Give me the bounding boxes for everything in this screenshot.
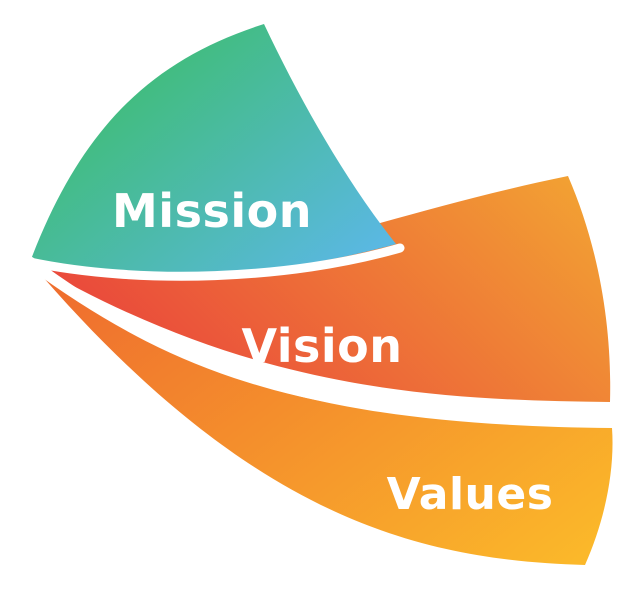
separator-vision-values — [24, 256, 622, 422]
mission-petal — [30, 24, 396, 274]
separator-mission-vision — [25, 243, 405, 281]
mission-label: Mission — [112, 184, 312, 238]
vision-petal — [30, 176, 611, 402]
vision-label: Vision — [241, 319, 402, 373]
values-petal — [30, 262, 613, 565]
values-label: Values — [387, 469, 554, 520]
